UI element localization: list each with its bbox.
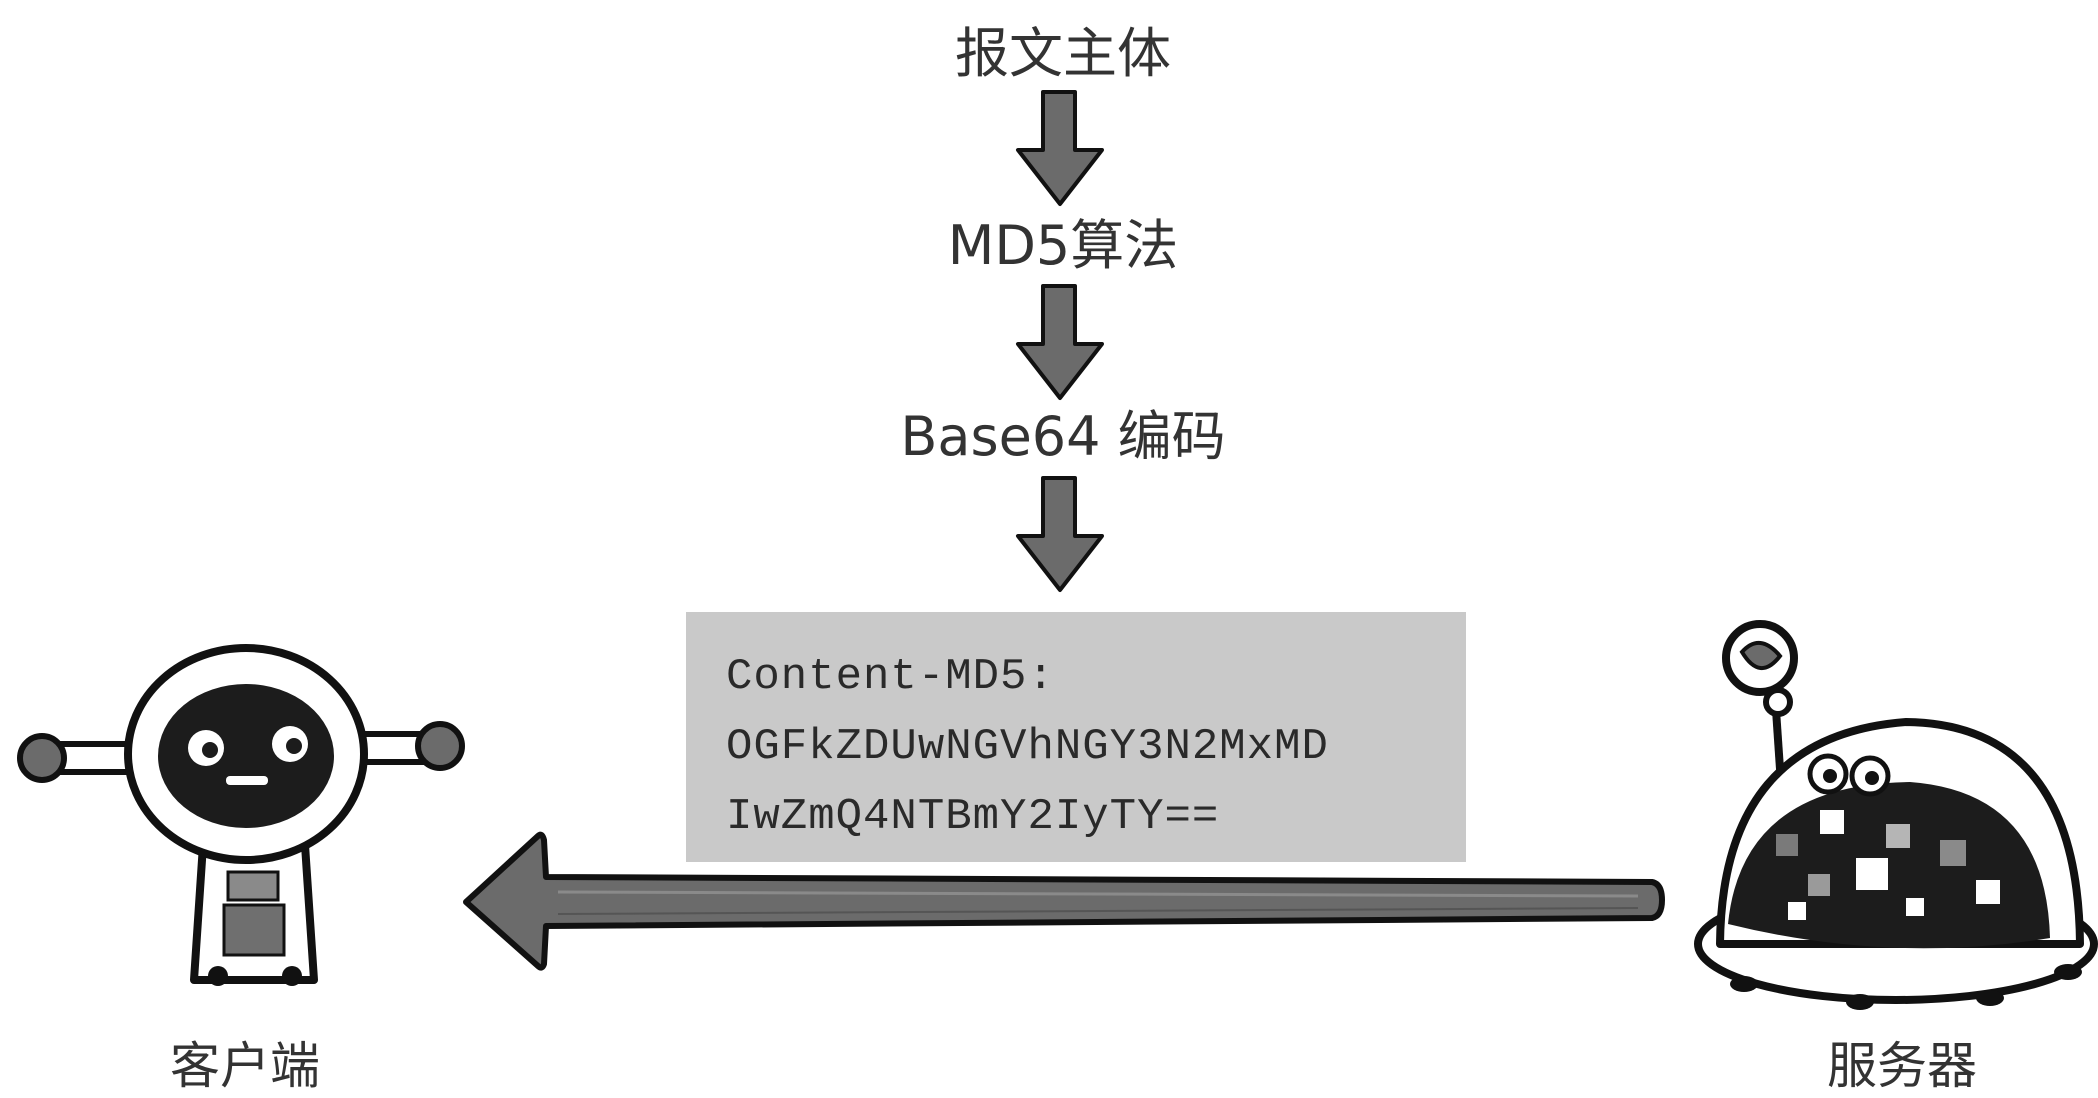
down-arrow-icon <box>1016 90 1104 206</box>
header-line-1: Content-MD5: <box>726 652 1055 702</box>
down-arrow-icon <box>1016 476 1104 592</box>
down-arrow-icon <box>1016 284 1104 400</box>
server-label: 服务器 <box>1827 1037 1977 1095</box>
header-line-3: IwZmQ4NTBmY2IyTY== <box>726 792 1220 842</box>
step-base64-encoding: Base64 编码 <box>900 405 1226 468</box>
step-message-body: 报文主体 <box>955 22 1171 85</box>
step-md5-algorithm: MD5算法 <box>947 214 1179 277</box>
left-arrow-icon <box>463 831 1665 971</box>
server-robot-icon <box>1694 620 2098 1010</box>
content-md5-header-box: Content-MD5: OGFkZDUwNGVhNGY3N2MxMD IwZm… <box>686 612 1466 862</box>
client-label: 客户端 <box>170 1037 320 1095</box>
client-robot-icon <box>17 644 465 986</box>
header-line-2: OGFkZDUwNGVhNGY3N2MxMD <box>726 722 1329 772</box>
